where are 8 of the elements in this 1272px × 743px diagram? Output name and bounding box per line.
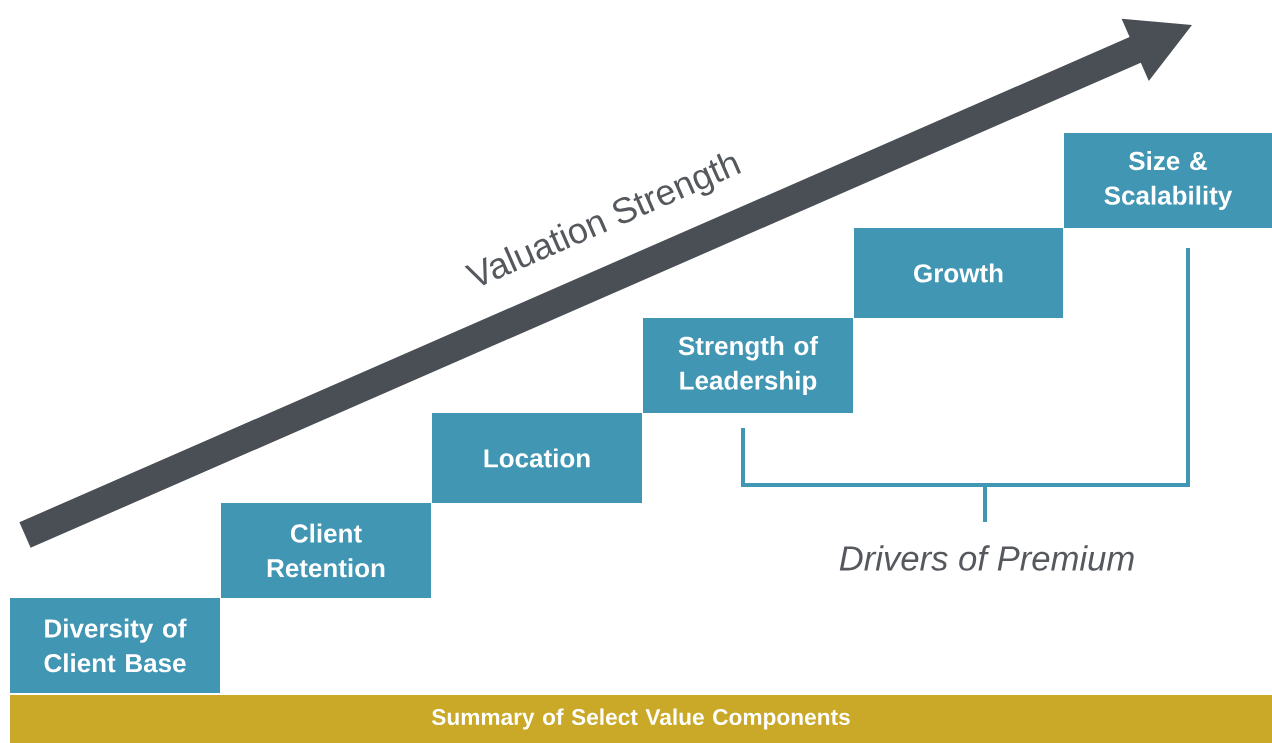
step-box: Location — [432, 413, 642, 503]
step-box: Strength of Leadership — [643, 318, 853, 413]
step-box: Client Retention — [221, 503, 431, 598]
step-box: Diversity of Client Base — [10, 598, 220, 693]
step-box: Size & Scalability — [1064, 133, 1272, 228]
step-box: Growth — [853, 228, 1064, 318]
title-band: Summary of Select Value Components — [10, 695, 1272, 743]
bracket-label: Drivers of Premium — [839, 545, 1134, 571]
